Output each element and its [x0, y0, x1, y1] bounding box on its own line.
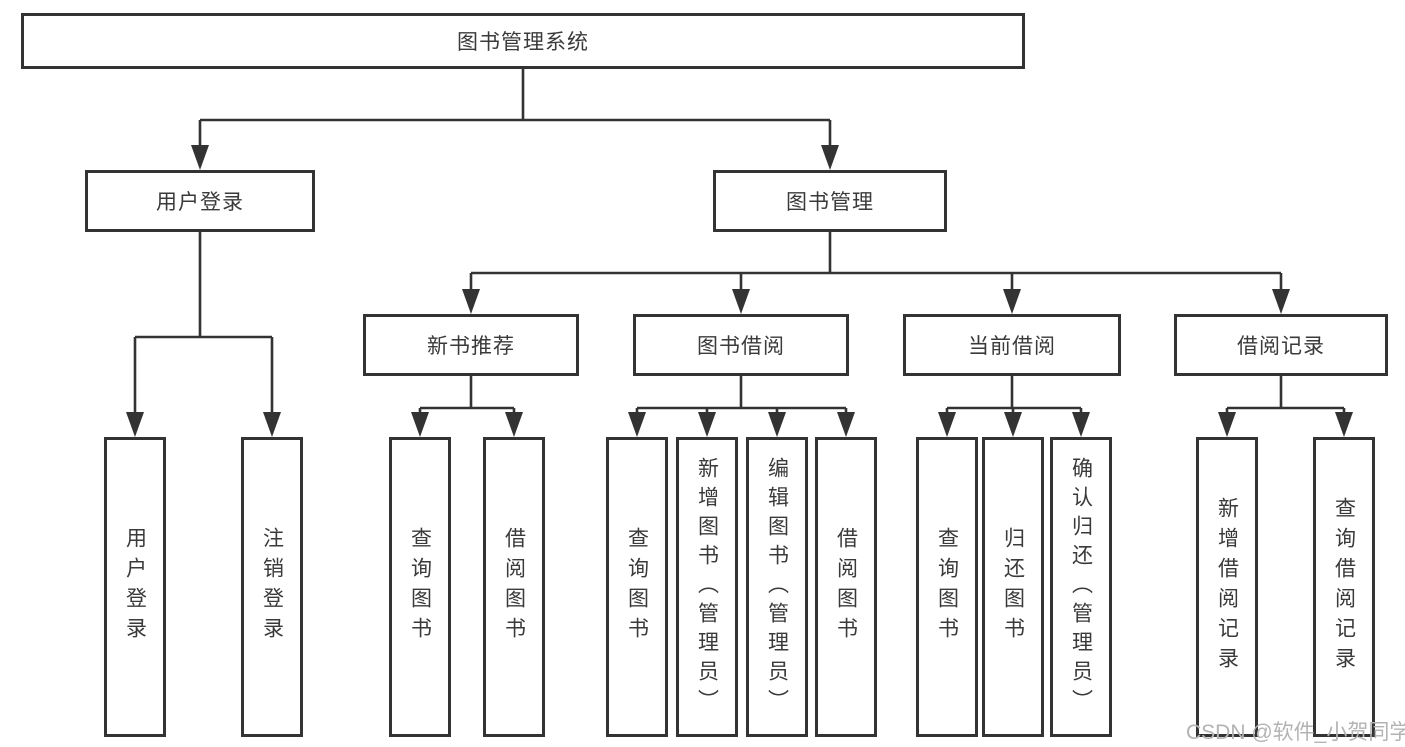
- leaf-label: 查询图书: [408, 527, 432, 647]
- node-leaf-edit-book-admin: 编辑图书（管理员）: [746, 437, 808, 737]
- node-leaf-user-login-action: 用户登录: [104, 437, 166, 737]
- leaf-label: 查询图书: [935, 527, 959, 647]
- node-book-borrowing: 图书借阅: [633, 314, 849, 376]
- connector-book-borrowing-to-leaves: [628, 376, 855, 437]
- node-book-management-label: 图书管理: [786, 191, 874, 214]
- node-leaf-query-books-borrowing: 查询图书: [606, 437, 668, 737]
- node-book-borrowing-label: 图书借阅: [697, 335, 785, 358]
- arrow-down-icon: [505, 412, 523, 437]
- node-leaf-add-book-admin: 新增图书（管理员）: [676, 437, 738, 737]
- node-current-borrowing-label: 当前借阅: [968, 335, 1056, 358]
- leaf-label: 编辑图书（管理员）: [765, 456, 789, 718]
- connector-new-book-recommend-to-leaves: [411, 376, 523, 437]
- arrow-down-icon: [821, 145, 839, 170]
- node-current-borrowing: 当前借阅: [903, 314, 1121, 376]
- node-leaf-borrow-books-recommend: 借阅图书: [483, 437, 545, 737]
- leaf-label: 归还图书: [1001, 527, 1025, 647]
- arrow-down-icon: [1004, 412, 1022, 437]
- leaf-label: 查询图书: [625, 527, 649, 647]
- node-root-label: 图书管理系统: [457, 31, 589, 54]
- node-new-book-recommend-label: 新书推荐: [427, 335, 515, 358]
- arrow-down-icon: [462, 289, 480, 314]
- node-leaf-return-book: 归还图书: [982, 437, 1044, 737]
- node-borrowing-records-label: 借阅记录: [1237, 335, 1325, 358]
- arrow-down-icon: [698, 412, 716, 437]
- arrow-down-icon: [126, 412, 144, 437]
- node-leaf-query-books-current: 查询图书: [916, 437, 978, 737]
- node-leaf-query-books-recommend: 查询图书: [389, 437, 451, 737]
- arrow-down-icon: [732, 289, 750, 314]
- node-root: 图书管理系统: [21, 13, 1025, 69]
- arrow-down-icon: [191, 145, 209, 170]
- arrow-down-icon: [1272, 289, 1290, 314]
- arrow-down-icon: [938, 412, 956, 437]
- node-book-management: 图书管理: [713, 170, 947, 232]
- arrow-down-icon: [628, 412, 646, 437]
- leaf-label: 查询借阅记录: [1332, 497, 1356, 677]
- leaf-label: 新增图书（管理员）: [695, 456, 719, 718]
- arrow-down-icon: [263, 412, 281, 437]
- leaf-label: 借阅图书: [502, 527, 526, 647]
- node-borrowing-records: 借阅记录: [1174, 314, 1388, 376]
- node-user-login: 用户登录: [85, 170, 315, 232]
- arrow-down-icon: [1335, 412, 1353, 437]
- node-new-book-recommend: 新书推荐: [363, 314, 579, 376]
- node-leaf-confirm-return-admin: 确认归还（管理员）: [1050, 437, 1112, 737]
- leaf-label: 注销登录: [260, 527, 284, 647]
- node-leaf-query-borrow-record: 查询借阅记录: [1313, 437, 1375, 737]
- connector-root-to-level2: [191, 69, 839, 170]
- node-leaf-add-borrow-record: 新增借阅记录: [1196, 437, 1258, 737]
- arrow-down-icon: [411, 412, 429, 437]
- connector-borrowing-records-to-leaves: [1218, 376, 1353, 437]
- leaf-label: 新增借阅记录: [1215, 497, 1239, 677]
- arrow-down-icon: [1218, 412, 1236, 437]
- node-user-login-label: 用户登录: [156, 191, 244, 214]
- arrow-down-icon: [768, 412, 786, 437]
- connector-user-login-to-leaves: [126, 232, 281, 437]
- connector-current-borrowing-to-leaves: [938, 376, 1090, 437]
- node-leaf-logout: 注销登录: [241, 437, 303, 737]
- leaf-label: 用户登录: [123, 527, 147, 647]
- arrow-down-icon: [1072, 412, 1090, 437]
- leaf-label: 借阅图书: [834, 527, 858, 647]
- arrow-down-icon: [1003, 289, 1021, 314]
- node-leaf-borrow-books-borrowing: 借阅图书: [815, 437, 877, 737]
- leaf-label: 确认归还（管理员）: [1069, 456, 1093, 718]
- arrow-down-icon: [837, 412, 855, 437]
- csdn-watermark: CSDN @软件_小贺同学: [1186, 721, 1405, 744]
- connector-book-management-to-level3: [462, 232, 1290, 314]
